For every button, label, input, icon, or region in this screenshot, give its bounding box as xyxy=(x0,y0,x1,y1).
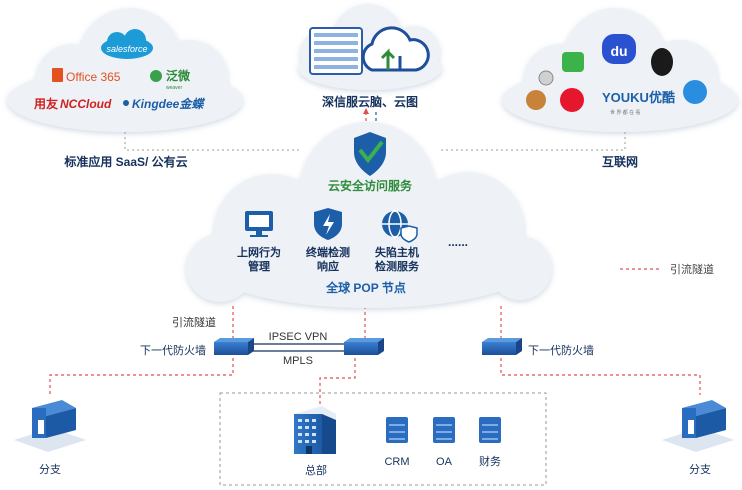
fanwei-logo: 泛微 weaver xyxy=(150,68,191,91)
yonyou-text: 用友 xyxy=(33,96,58,111)
branch-right-label: 分支 xyxy=(689,463,711,476)
server-oa-label: OA xyxy=(436,456,453,468)
cloud-security-shield-icon xyxy=(354,132,386,176)
feiyu-icon xyxy=(683,80,707,104)
branch-left-icon xyxy=(14,400,86,452)
weibo-icon xyxy=(560,88,584,112)
legend-label: 引流隧道 xyxy=(670,262,714,276)
hq-label: 总部 xyxy=(305,463,327,477)
feature-2-line1: 终端检测 xyxy=(306,245,350,259)
firewall-left-icon xyxy=(214,338,254,355)
dashboard-screen-icon xyxy=(309,27,363,75)
shield-bolt-icon xyxy=(314,208,342,240)
mpls-label: MPLS xyxy=(283,355,313,367)
feature-1-line2: 管理 xyxy=(248,259,270,273)
bird-icon xyxy=(526,90,546,110)
server-crm-label: CRM xyxy=(384,456,409,468)
firewall-right-icon xyxy=(482,338,522,355)
qq-icon xyxy=(651,48,673,76)
office365-text: Office 365 xyxy=(66,70,121,84)
fanwei-sub-text: weaver xyxy=(166,85,182,91)
branch-left-label: 分支 xyxy=(39,463,61,476)
youku-text: YOUKU优酷 xyxy=(602,90,675,105)
branch-right-icon xyxy=(662,400,734,452)
server-oa-icon xyxy=(433,417,455,443)
service-title: 云安全访问服务 xyxy=(328,178,413,193)
saas-caption: 标准应用 SaaS/ 公有云 xyxy=(63,154,187,169)
nccloud-text: NCCloud xyxy=(60,97,112,111)
server-finance-icon xyxy=(479,417,501,443)
saas-cloud xyxy=(7,8,243,132)
firewall-center-icon xyxy=(344,338,384,355)
salesforce-text: salesforce xyxy=(106,44,147,54)
monitor-icon xyxy=(245,211,273,237)
cloud-brain-caption: 深信服云脑、云图 xyxy=(322,94,418,109)
hq-building-icon xyxy=(294,406,336,454)
fanwei-text: 泛微 xyxy=(166,68,191,83)
kingdee-dot-icon xyxy=(123,100,129,106)
pop-label: 全球 POP 节点 xyxy=(325,280,406,295)
firewall-left-label: 下一代防火墙 xyxy=(140,343,206,357)
tunnel-label: 引流隧道 xyxy=(172,315,216,329)
office365-logo: Office 365 xyxy=(52,68,121,84)
feature-1-line1: 上网行为 xyxy=(237,245,281,259)
feature-2-line2: 响应 xyxy=(317,259,339,273)
feature-3-line2: 检测服务 xyxy=(375,259,420,273)
baidu-logo: du xyxy=(602,34,636,64)
wechat-icon xyxy=(562,52,584,72)
ipsec-label: IPSEC VPN xyxy=(269,331,328,343)
globe-shield-icon xyxy=(382,210,418,243)
baidu-text: du xyxy=(610,43,627,59)
legend: 引流隧道 xyxy=(620,262,714,276)
firewall-right-label: 下一代防火墙 xyxy=(528,343,594,357)
cloud-brain-icon xyxy=(361,26,430,72)
internet-caption: 互联网 xyxy=(602,155,638,169)
kingdee-text: Kingdee金蝶 xyxy=(132,97,205,111)
server-finance-label: 财务 xyxy=(479,454,501,468)
feature-3-line1: 失陷主机 xyxy=(375,245,419,259)
server-crm-icon xyxy=(386,417,408,443)
connector-lines xyxy=(49,132,701,408)
hq-zone xyxy=(219,392,547,486)
salesforce-logo: salesforce xyxy=(101,29,153,59)
music-icon xyxy=(538,70,554,86)
youku-sub-text: 世 界 都 在 看 xyxy=(610,109,641,116)
more-features: ...... xyxy=(448,235,468,249)
